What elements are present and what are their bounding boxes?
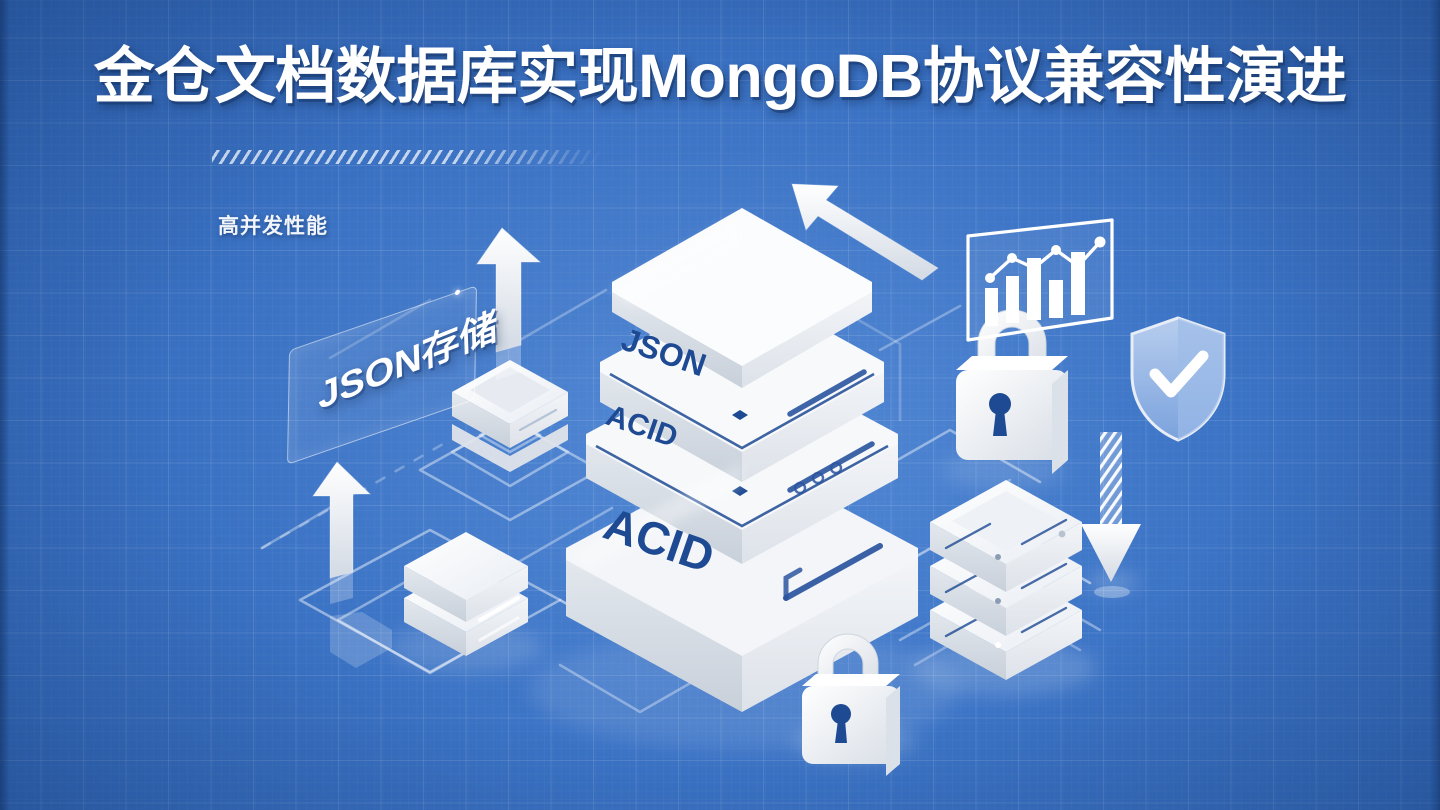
server-stack-right: [930, 480, 1082, 680]
server-node-upper-left: [452, 360, 568, 472]
arrow-curve-left-node: [330, 612, 392, 668]
arrow-down-right: [1081, 432, 1141, 598]
subtitle-label: 高并发性能: [218, 215, 328, 238]
left-edge-shade: [0, 0, 10, 810]
right-edge-shade: [1430, 0, 1440, 810]
panel-corner-dot: [454, 288, 461, 296]
server-stack-center: [566, 208, 918, 712]
arrow-up-left-diagonal: [791, 183, 939, 281]
server-node-left: [404, 532, 528, 656]
padlock-bottom: [802, 633, 900, 776]
page-title: 金仓文档数据库实现MongoDB协议兼容性演进: [93, 42, 1347, 110]
analytics-chart-icon: [966, 218, 1114, 342]
glass-highlights: [566, 214, 742, 570]
arrow-up-far-left: [312, 461, 372, 604]
stripe-divider: [212, 150, 604, 164]
arrow-up-left-node: [476, 227, 542, 380]
shield-check-icon: [1130, 316, 1226, 442]
padlock-right: [956, 309, 1068, 474]
